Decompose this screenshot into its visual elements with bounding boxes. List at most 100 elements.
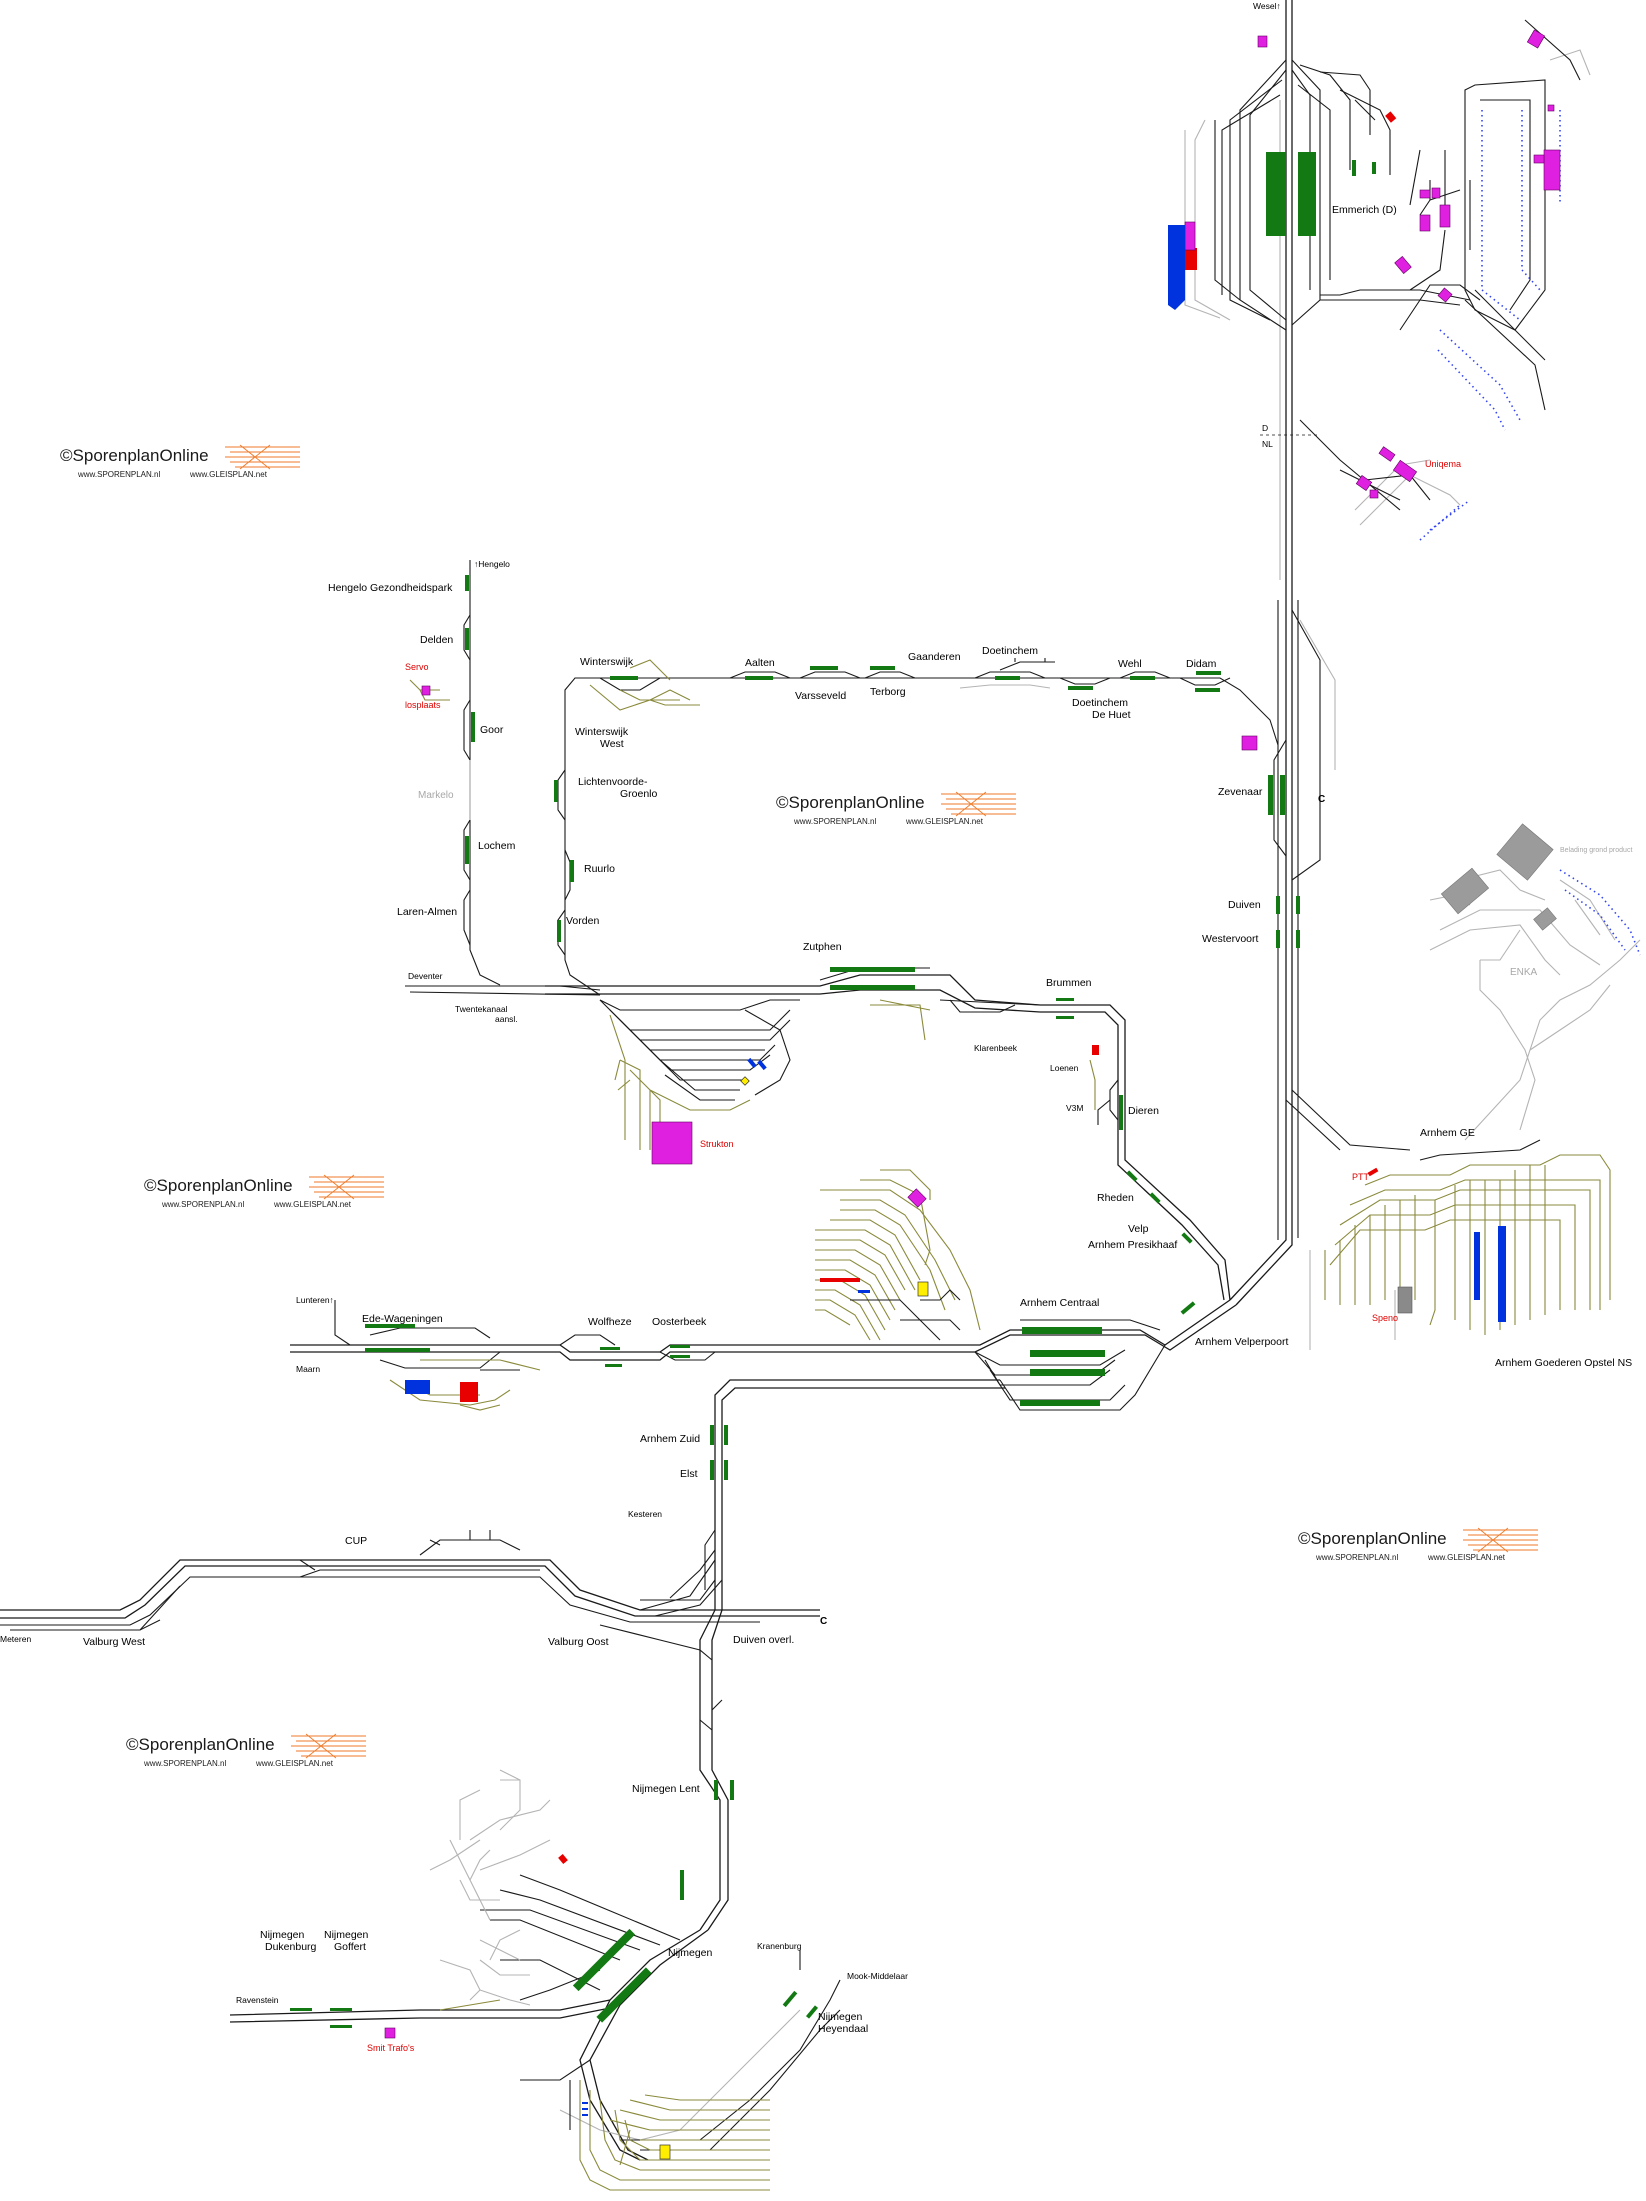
watermark-2: ©SporenplanOnline www.SPORENPLAN.nl www.…: [776, 791, 1016, 826]
building: [421, 685, 431, 696]
label-markelo: Markelo: [418, 790, 454, 801]
label-lochem: Lochem: [478, 840, 516, 852]
label-elst: Elst: [680, 1468, 698, 1480]
building: [1431, 187, 1441, 199]
label-nijmegen: Nijmegen: [668, 1947, 713, 1959]
label-didam: Didam: [1186, 658, 1217, 670]
building-grey: [1440, 867, 1490, 915]
platform: [1130, 676, 1155, 680]
platform: [572, 1928, 636, 1992]
platform: [1030, 1350, 1105, 1357]
platform: [557, 920, 561, 942]
red-marker: [1385, 111, 1397, 123]
platform: [1022, 1327, 1102, 1334]
platform: [730, 1780, 734, 1800]
utrecht-arnhem-line: [290, 1169, 1237, 1411]
watermark-5: ©SporenplanOnline www.SPORENPLAN.nl www.…: [126, 1733, 366, 1768]
watermark-title: ©SporenplanOnline: [776, 793, 925, 812]
label-border-nl: NL: [1262, 439, 1273, 449]
watermark-url-right: www.GLEISPLAN.net: [1427, 1553, 1506, 1562]
label-strukton: Strukton: [700, 1139, 734, 1149]
red-marker: [1367, 1167, 1379, 1177]
label-arnhem-zuid: Arnhem Zuid: [640, 1433, 700, 1445]
platform: [465, 836, 469, 864]
red-marker: [460, 1382, 478, 1402]
red-marker: [1183, 248, 1197, 270]
platform: [365, 1348, 430, 1352]
platform: [745, 676, 773, 680]
grey-box: [1397, 1286, 1413, 1314]
platform: [1276, 896, 1280, 914]
hengelo-zutphen-line: [405, 560, 601, 996]
platform: [870, 666, 895, 670]
label-velperpoort: Arnhem Velperpoort: [1195, 1336, 1288, 1348]
platform: [600, 1347, 620, 1350]
blue-marker: [1474, 1232, 1480, 1300]
watermark-url-left: www.SPORENPLAN.nl: [793, 817, 876, 826]
platform: [995, 676, 1020, 680]
label-nijmegen-lent: Nijmegen Lent: [632, 1783, 700, 1795]
label-dukenburg-1: Nijmegen: [260, 1929, 305, 1941]
label-brummen: Brummen: [1046, 977, 1092, 989]
label-doetinchem: Doetinchem: [982, 645, 1038, 657]
platform: [465, 628, 469, 650]
arnhem-nijmegen-line: [640, 1379, 1005, 1931]
label-ravenstein: Ravenstein: [236, 1995, 279, 2005]
label-zevenaar: Zevenaar: [1218, 786, 1263, 798]
blue-marker: [1498, 1226, 1506, 1322]
building: [1257, 35, 1268, 48]
watermark-1: ©SporenplanOnline www.SPORENPLAN.nl www.…: [60, 444, 300, 479]
platform: [570, 860, 574, 882]
label-duiven-overl: Duiven overl.: [733, 1634, 794, 1646]
nijmegen-yard: [229, 1769, 841, 2191]
platform: [1126, 1170, 1138, 1182]
yellow-marker: [917, 1281, 929, 1297]
building: [1419, 189, 1431, 199]
platform: [1149, 1192, 1161, 1204]
label-heyendaal-1: Nijmegen: [818, 2011, 863, 2023]
platform: [1020, 1400, 1100, 1406]
platform: [610, 676, 638, 680]
red-marker: [820, 1278, 860, 1282]
building: [384, 2027, 396, 2039]
label-beladingsgrond: Belading grond product: [1560, 847, 1632, 854]
watermark-url-right: www.GLEISPLAN.net: [255, 1759, 334, 1768]
label-ruurlo: Ruurlo: [584, 863, 615, 875]
watermark-url-left: www.SPORENPLAN.nl: [1315, 1553, 1398, 1562]
label-enka: ENKA: [1510, 967, 1538, 978]
label-aansl: aansl.: [495, 1014, 518, 1024]
platform: [1056, 998, 1074, 1001]
winterswijk-lines: [557, 658, 1279, 996]
label-winterswijk: Winterswijk: [580, 656, 634, 668]
label-smit-trafo: Smit Trafo's: [367, 2043, 415, 2053]
label-loenen: Loenen: [1050, 1063, 1079, 1073]
label-wolfheze: Wolfheze: [588, 1316, 632, 1328]
building: [1437, 287, 1453, 303]
label-hengelo: ↑Hengelo: [474, 559, 510, 569]
label-c-marker: C: [1318, 794, 1325, 805]
label-duiven: Duiven: [1228, 899, 1261, 911]
label-dukenburg-2: Dukenburg: [265, 1941, 317, 1953]
label-rheden: Rheden: [1097, 1192, 1134, 1204]
platform: [830, 985, 915, 990]
platform: [1196, 671, 1221, 675]
platform: [810, 666, 838, 670]
watermark-url-left: www.SPORENPLAN.nl: [77, 470, 160, 479]
platform: [1181, 1232, 1193, 1244]
blue-marker: [1168, 225, 1185, 310]
label-goffert-2: Goffert: [334, 1941, 366, 1953]
platform: [724, 1425, 728, 1445]
watermark-4: ©SporenplanOnline www.SPORENPLAN.nl www.…: [1298, 1527, 1538, 1562]
building: [1392, 459, 1418, 483]
label-terborg: Terborg: [870, 686, 906, 698]
label-varsseveld: Varsseveld: [795, 690, 846, 702]
platform: [830, 967, 915, 972]
watermark-url-right: www.GLEISPLAN.net: [189, 470, 268, 479]
building: [1378, 446, 1396, 462]
watermark-3: ©SporenplanOnline www.SPORENPLAN.nl www.…: [144, 1174, 384, 1209]
platform: [1068, 686, 1093, 690]
label-heyendaal-2: Heyendaal: [818, 2023, 868, 2035]
building-strukton: [651, 1121, 693, 1165]
platform: [670, 1355, 690, 1358]
